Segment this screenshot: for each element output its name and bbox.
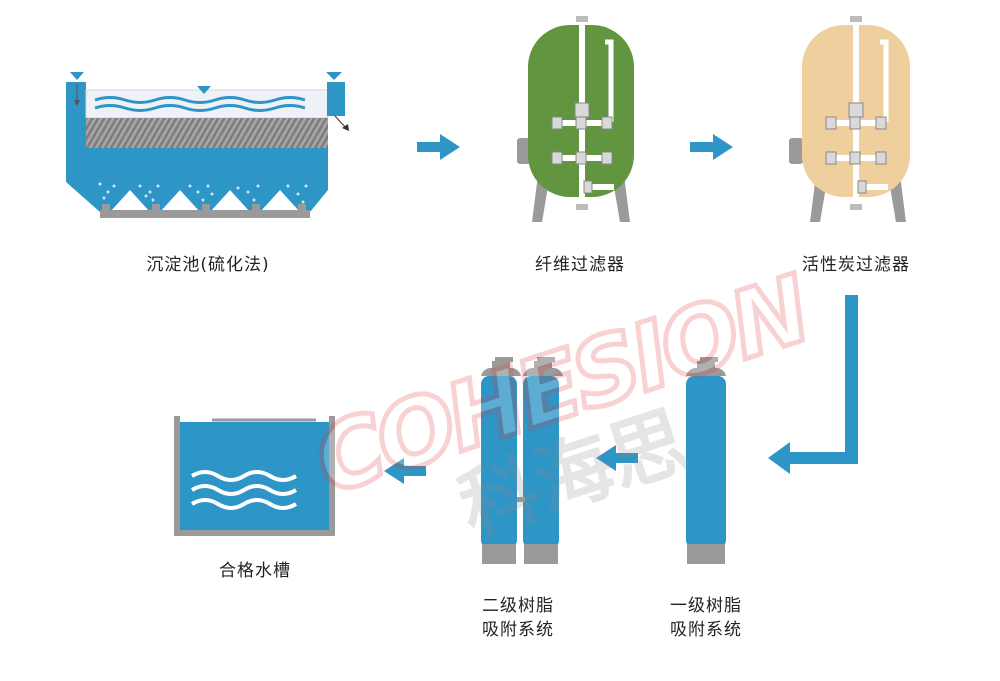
- qualified-water-tank-label: 合格水槽: [219, 561, 291, 581]
- watermark: COHESION 科海思: [300, 253, 825, 554]
- activated-carbon-filter-label: 活性炭过滤器: [802, 255, 910, 275]
- sedimentation-tank: [66, 72, 349, 218]
- flow-arrow-3: [596, 445, 638, 471]
- flow-arrow-1: [417, 134, 460, 160]
- fiber-filter: [517, 10, 634, 222]
- primary-resin-column: [686, 357, 726, 564]
- secondary-resin-columns: [481, 357, 563, 564]
- sedimentation-tank-label: 沉淀池(硫化法): [146, 255, 270, 275]
- fiber-filter-label: 纤维过滤器: [535, 255, 625, 275]
- flow-arrow-2: [690, 134, 733, 160]
- primary-resin-label-line1: 一级树脂: [670, 596, 742, 616]
- primary-resin-label-line2: 吸附系统: [670, 620, 742, 640]
- primary-resin-label: 一级树脂 吸附系统: [650, 594, 762, 642]
- secondary-resin-label-line2: 吸附系统: [482, 620, 554, 640]
- qualified-water-tank: [174, 416, 335, 536]
- secondary-resin-label: 二级树脂 吸附系统: [462, 594, 574, 642]
- flow-arrow-return: [768, 295, 858, 474]
- secondary-resin-label-line1: 二级树脂: [482, 596, 554, 616]
- flow-arrow-4: [384, 458, 426, 484]
- activated-carbon-filter: [789, 10, 910, 222]
